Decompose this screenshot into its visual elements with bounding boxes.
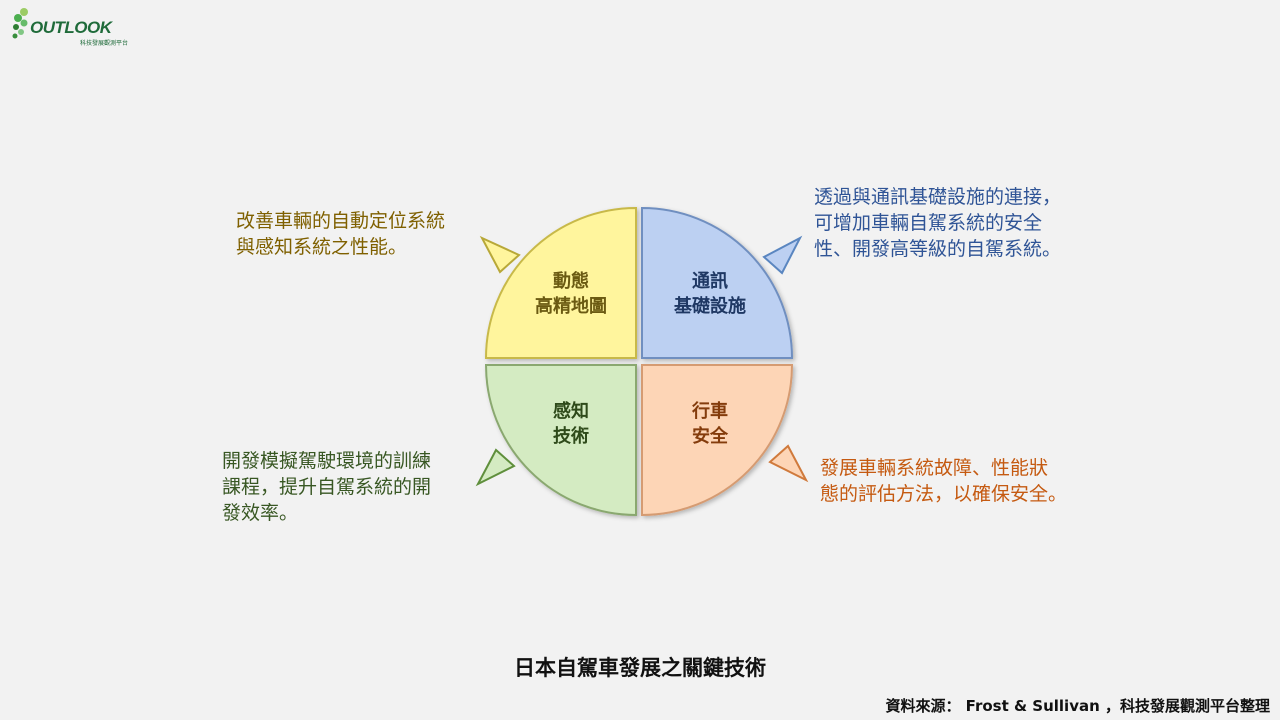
callout-bottom-left: 開發模擬駕駛環境的訓練 課程，提升自駕系統的開 發效率。 bbox=[222, 450, 432, 524]
logo-tagline: 科技發展觀測平台 bbox=[80, 40, 129, 47]
quadrant-label-bottom-right: 行車 安全 bbox=[692, 401, 728, 447]
callout-bottom-right: 發展車輛系統故障、性能狀 態的評估方法，以確保安全。 bbox=[820, 457, 1068, 505]
arrow-bottom-right-icon bbox=[768, 444, 809, 483]
logo-dots-icon bbox=[12, 8, 28, 39]
callout-top-right: 透過與通訊基礎設施的連接， 可增加車輛自駕系統的安全 性、開發高等級的自駕系統。 bbox=[814, 186, 1062, 260]
arrow-top-right-icon bbox=[762, 235, 803, 275]
callout-top-left: 改善車輛的自動定位系統 與感知系統之性能。 bbox=[236, 210, 446, 258]
quadrant-label-bottom-left: 感知 技術 bbox=[553, 401, 589, 447]
quadrant-label-top-left: 動態 高精地圖 bbox=[535, 271, 607, 317]
arrow-bottom-left-icon bbox=[475, 448, 516, 487]
outlook-logo: OUTLOOK 科技發展觀測平台 bbox=[10, 6, 128, 47]
quadrant-top-left bbox=[484, 206, 637, 359]
quadrant-bottom-left bbox=[484, 364, 637, 517]
quadrant-bottom-right bbox=[641, 364, 794, 517]
arrow-top-left-icon bbox=[479, 235, 521, 274]
quadrant-top-right bbox=[641, 206, 794, 359]
source-note: 資料來源： Frost & Sullivan ，科技發展觀測平台整理 bbox=[885, 697, 1270, 715]
quadrant-label-top-right: 通訊 基礎設施 bbox=[674, 271, 746, 317]
figure-caption: 日本自駕車發展之關鍵技術 bbox=[514, 656, 766, 680]
logo-wordmark: OUTLOOK bbox=[30, 18, 112, 37]
